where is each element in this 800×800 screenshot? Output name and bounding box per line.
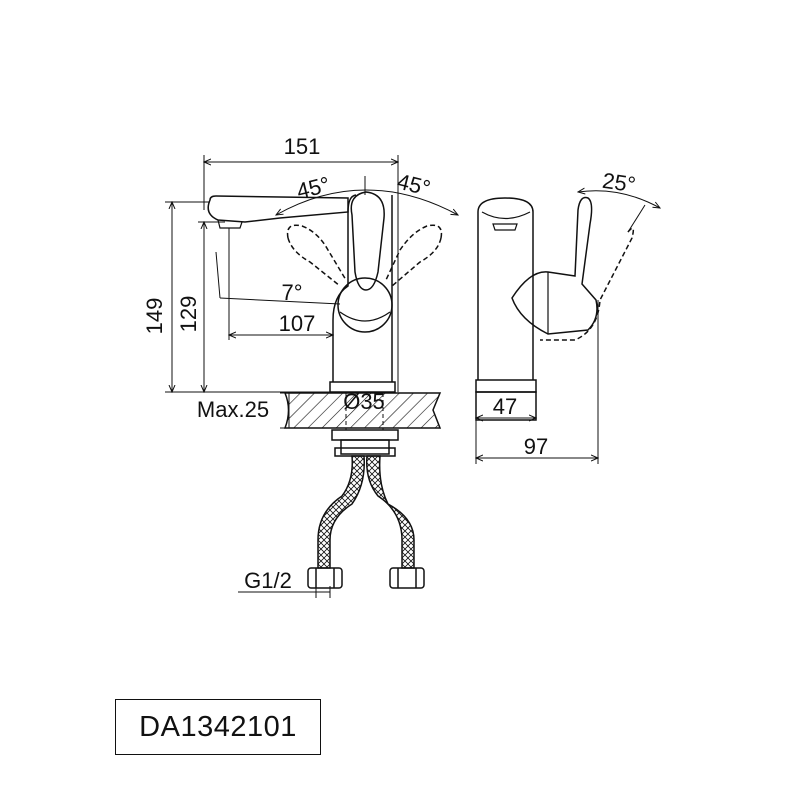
- dim-spout-angle: 7°: [281, 280, 302, 305]
- dim-angle-left: 45°: [294, 172, 332, 204]
- dim-height-total: 149: [142, 298, 167, 335]
- dim-angle-right: 45°: [395, 169, 433, 201]
- dim-width-total: 151: [284, 134, 321, 159]
- dim-deck-max: Max.25: [197, 397, 269, 422]
- dim-height-spout: 129: [176, 296, 201, 333]
- side-view: [475, 196, 635, 421]
- fitting-right: [389, 567, 425, 589]
- base-ring: [329, 381, 396, 393]
- model-code: DA1342101: [139, 710, 297, 743]
- side-body: [477, 197, 534, 380]
- front-dimensions: [165, 155, 458, 598]
- faucet-body: [332, 194, 393, 382]
- hose-left: [317, 455, 365, 569]
- model-code-box: DA1342101: [115, 699, 321, 755]
- dim-hole-diameter: Ø35: [343, 389, 385, 414]
- dim-thread: G1/2: [244, 568, 292, 593]
- spout: [207, 195, 349, 223]
- dim-side-angle: 25°: [601, 168, 637, 197]
- dim-base-depth: 47: [493, 394, 517, 419]
- fitting-left: [307, 567, 343, 589]
- lever-left-position: [286, 224, 347, 281]
- lever-right-position: [385, 224, 443, 281]
- mounting-nut: [331, 429, 399, 441]
- front-view: [207, 191, 443, 589]
- deck: [283, 392, 442, 429]
- dim-spout-reach: 107: [279, 311, 316, 336]
- hose-right: [365, 455, 415, 569]
- lever-handle: [350, 191, 385, 291]
- dim-depth-total: 97: [524, 434, 548, 459]
- cartridge-ball: [337, 277, 393, 333]
- side-dimensions: [476, 191, 660, 464]
- side-spout-outlet: [481, 211, 531, 220]
- side-lever: [511, 196, 598, 335]
- side-base: [475, 379, 537, 393]
